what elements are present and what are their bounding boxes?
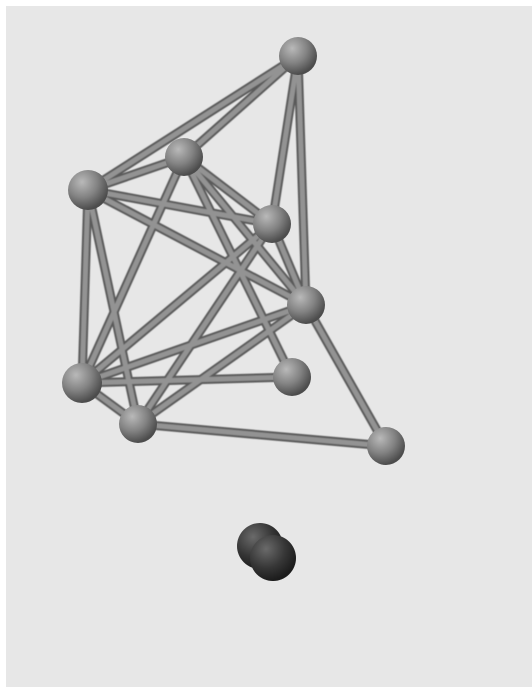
atom	[287, 286, 325, 324]
atom	[62, 363, 102, 403]
bond-group	[82, 56, 386, 446]
atom	[367, 427, 405, 465]
atom	[279, 37, 317, 75]
atom	[253, 205, 291, 243]
dark-atom	[250, 535, 296, 581]
atom	[273, 358, 311, 396]
atom	[68, 170, 108, 210]
atom	[119, 405, 157, 443]
detached-atom-pair	[237, 523, 296, 581]
atom	[165, 138, 203, 176]
